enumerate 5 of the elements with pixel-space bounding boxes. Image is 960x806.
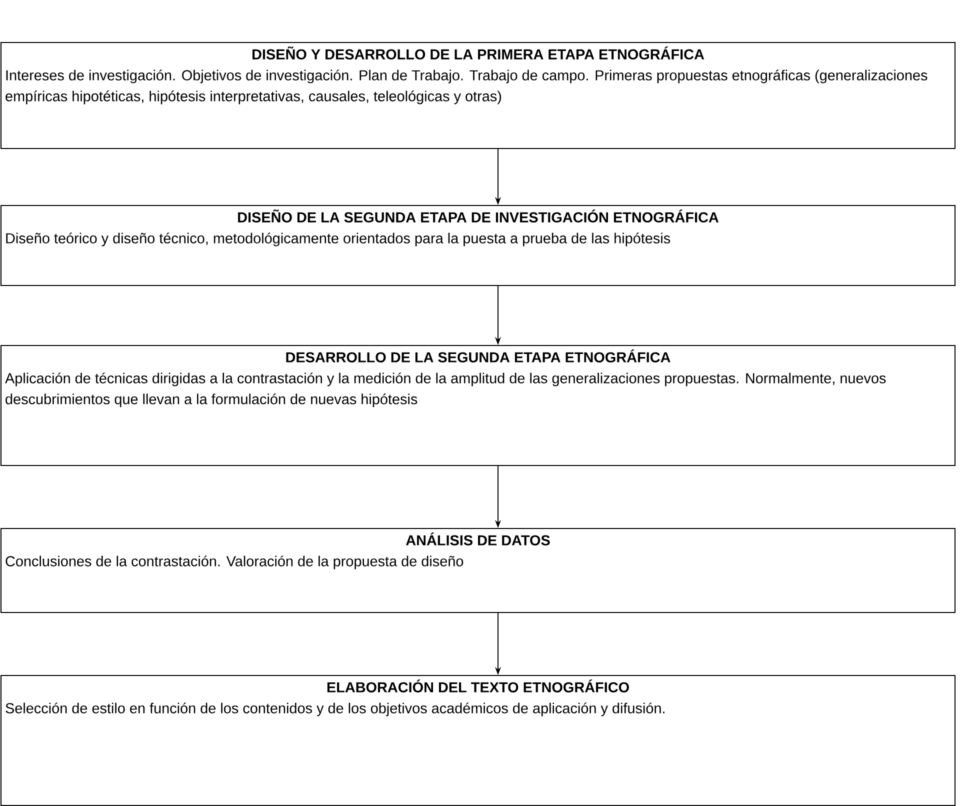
process-box: ANÁLISIS DE DATOS Conclusiones de la contrastación. Valoración de la propuesta de diseño [0, 528, 956, 613]
process-box: ELABORACIÓN DEL TEXTO ETNOGRÁFICO Selección de estilo en función de los contenidos y de los objetivos académicos de aplicación y difusión. [0, 675, 956, 806]
process-box: DISEÑO DE LA SEGUNDA ETAPA DE INVESTIGACIÓN ETNOGRÁFICA Diseño teórico y diseño técnico, metodológicamente orientados para la puesta a prueba de las hipótesis [0, 205, 956, 286]
process-box: DESARROLLO DE LA SEGUNDA ETAPA ETNOGRÁFICA Aplicación de técnicas dirigidas a la contrastación y la medición de la amplitud de las generalizaciones propuestas. Normalmente, nuevos descubrimientos que llevan a la formulación de nuevas hipótesis [0, 345, 956, 466]
process-box: DISEÑO Y DESARROLLO DE LA PRIMERA ETAPA ETNOGRÁFICA Intereses de investigación. Objetivos de investigación. Plan de Trabajo. Trabajo de campo. Primeras propuestas etnográficas (generalizaciones empíricas hipotéticas, hipótesis interpretativas, causales, teleológicas y otras) [0, 42, 956, 149]
